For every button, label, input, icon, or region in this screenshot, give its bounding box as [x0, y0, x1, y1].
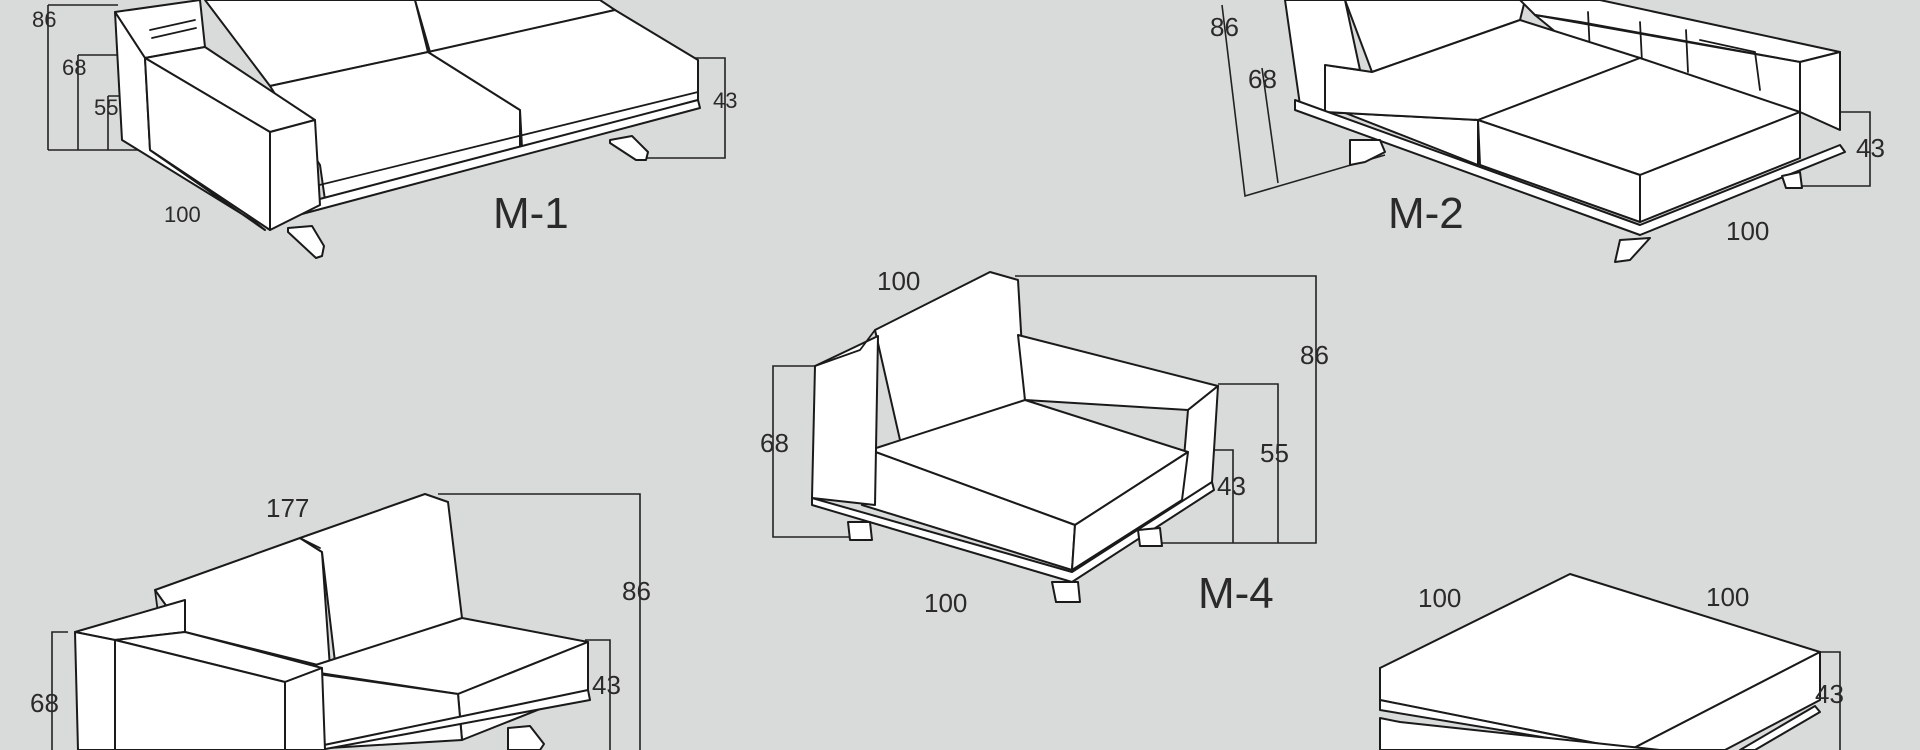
m3-dim-overall-height: 86	[622, 576, 651, 606]
m3-dimension-lines	[51, 493, 641, 750]
m4-arm-top	[1017, 334, 1219, 411]
m4-label: M-4	[1198, 569, 1274, 618]
m4-dim-depth-bottom: 100	[924, 588, 967, 618]
m4-dim-seat-height: 43	[1217, 471, 1246, 501]
module-ottoman: 100 100 43	[1379, 573, 1844, 750]
m3-arm-end	[284, 667, 326, 750]
m4-dimension-lines	[772, 275, 1317, 544]
m2-label: M-2	[1388, 189, 1464, 238]
m1-arm-end	[269, 119, 321, 231]
m2-bolster-end	[1799, 51, 1841, 131]
m3-dim-arm-height: 68	[30, 688, 59, 718]
ottoman-dim-depth: 100	[1706, 582, 1749, 612]
m4-leg-left	[847, 521, 873, 541]
module-m4: 100 86 68 55 43 100 M-4	[760, 266, 1329, 618]
m1-dim-arm-height: 68	[62, 55, 86, 80]
m1-label: M-1	[493, 189, 569, 238]
ottoman-base-right	[1739, 705, 1821, 750]
m4-dim-back-height: 55	[1260, 438, 1289, 468]
m4-base	[811, 481, 1215, 583]
m1-dim-depth: 100	[164, 202, 201, 227]
m3-dim-seat-height: 43	[592, 670, 621, 700]
m1-leg-right	[609, 135, 649, 161]
m4-leg-front	[1051, 581, 1081, 603]
m1-dim-overall-height: 86	[32, 7, 56, 32]
m2-leg-right	[1781, 171, 1803, 189]
ottoman-front-right	[1629, 651, 1821, 750]
m4-leg-right	[1137, 527, 1163, 547]
m2-dim-depth: 100	[1726, 216, 1769, 246]
m2-dim-seat-height: 43	[1856, 133, 1885, 163]
m3-arm-front	[114, 639, 286, 750]
module-m1: 86 68 55 43 100 M-1	[32, 0, 737, 259]
m2-base	[1294, 99, 1846, 236]
ottoman-dim-width: 100	[1418, 583, 1461, 613]
m2-leg-left	[1349, 139, 1386, 166]
m2-dim-arm-height: 68	[1248, 64, 1277, 94]
m3-leg	[507, 725, 545, 750]
ottoman-dimension-lines	[1820, 651, 1841, 750]
m2-dim-overall-height: 86	[1210, 12, 1239, 42]
m2-seat-right-front	[1639, 111, 1801, 223]
m1-leg-left	[287, 225, 325, 259]
m3-dim-width: 177	[266, 493, 309, 523]
m2-leg-front	[1614, 237, 1651, 263]
m4-arm-left	[811, 335, 879, 506]
m4-dim-arm-height: 68	[760, 428, 789, 458]
module-m2: 86 68 43 100 M-2	[1210, 0, 1885, 263]
m4-dim-overall-height: 86	[1300, 340, 1329, 370]
m3-base	[299, 689, 591, 750]
m4-seat-side	[1071, 451, 1189, 571]
ottoman-base-left	[1379, 717, 1661, 750]
module-m3: 177 86 68 43	[30, 493, 651, 750]
ottoman-front-left	[1379, 667, 1631, 750]
ottoman-dim-height: 43	[1815, 679, 1844, 709]
m4-dim-depth-top: 100	[877, 266, 920, 296]
m3-arm-side	[74, 631, 116, 750]
m1-dim-seat-height: 43	[713, 88, 737, 113]
m1-dim-back-height: 55	[94, 95, 118, 120]
